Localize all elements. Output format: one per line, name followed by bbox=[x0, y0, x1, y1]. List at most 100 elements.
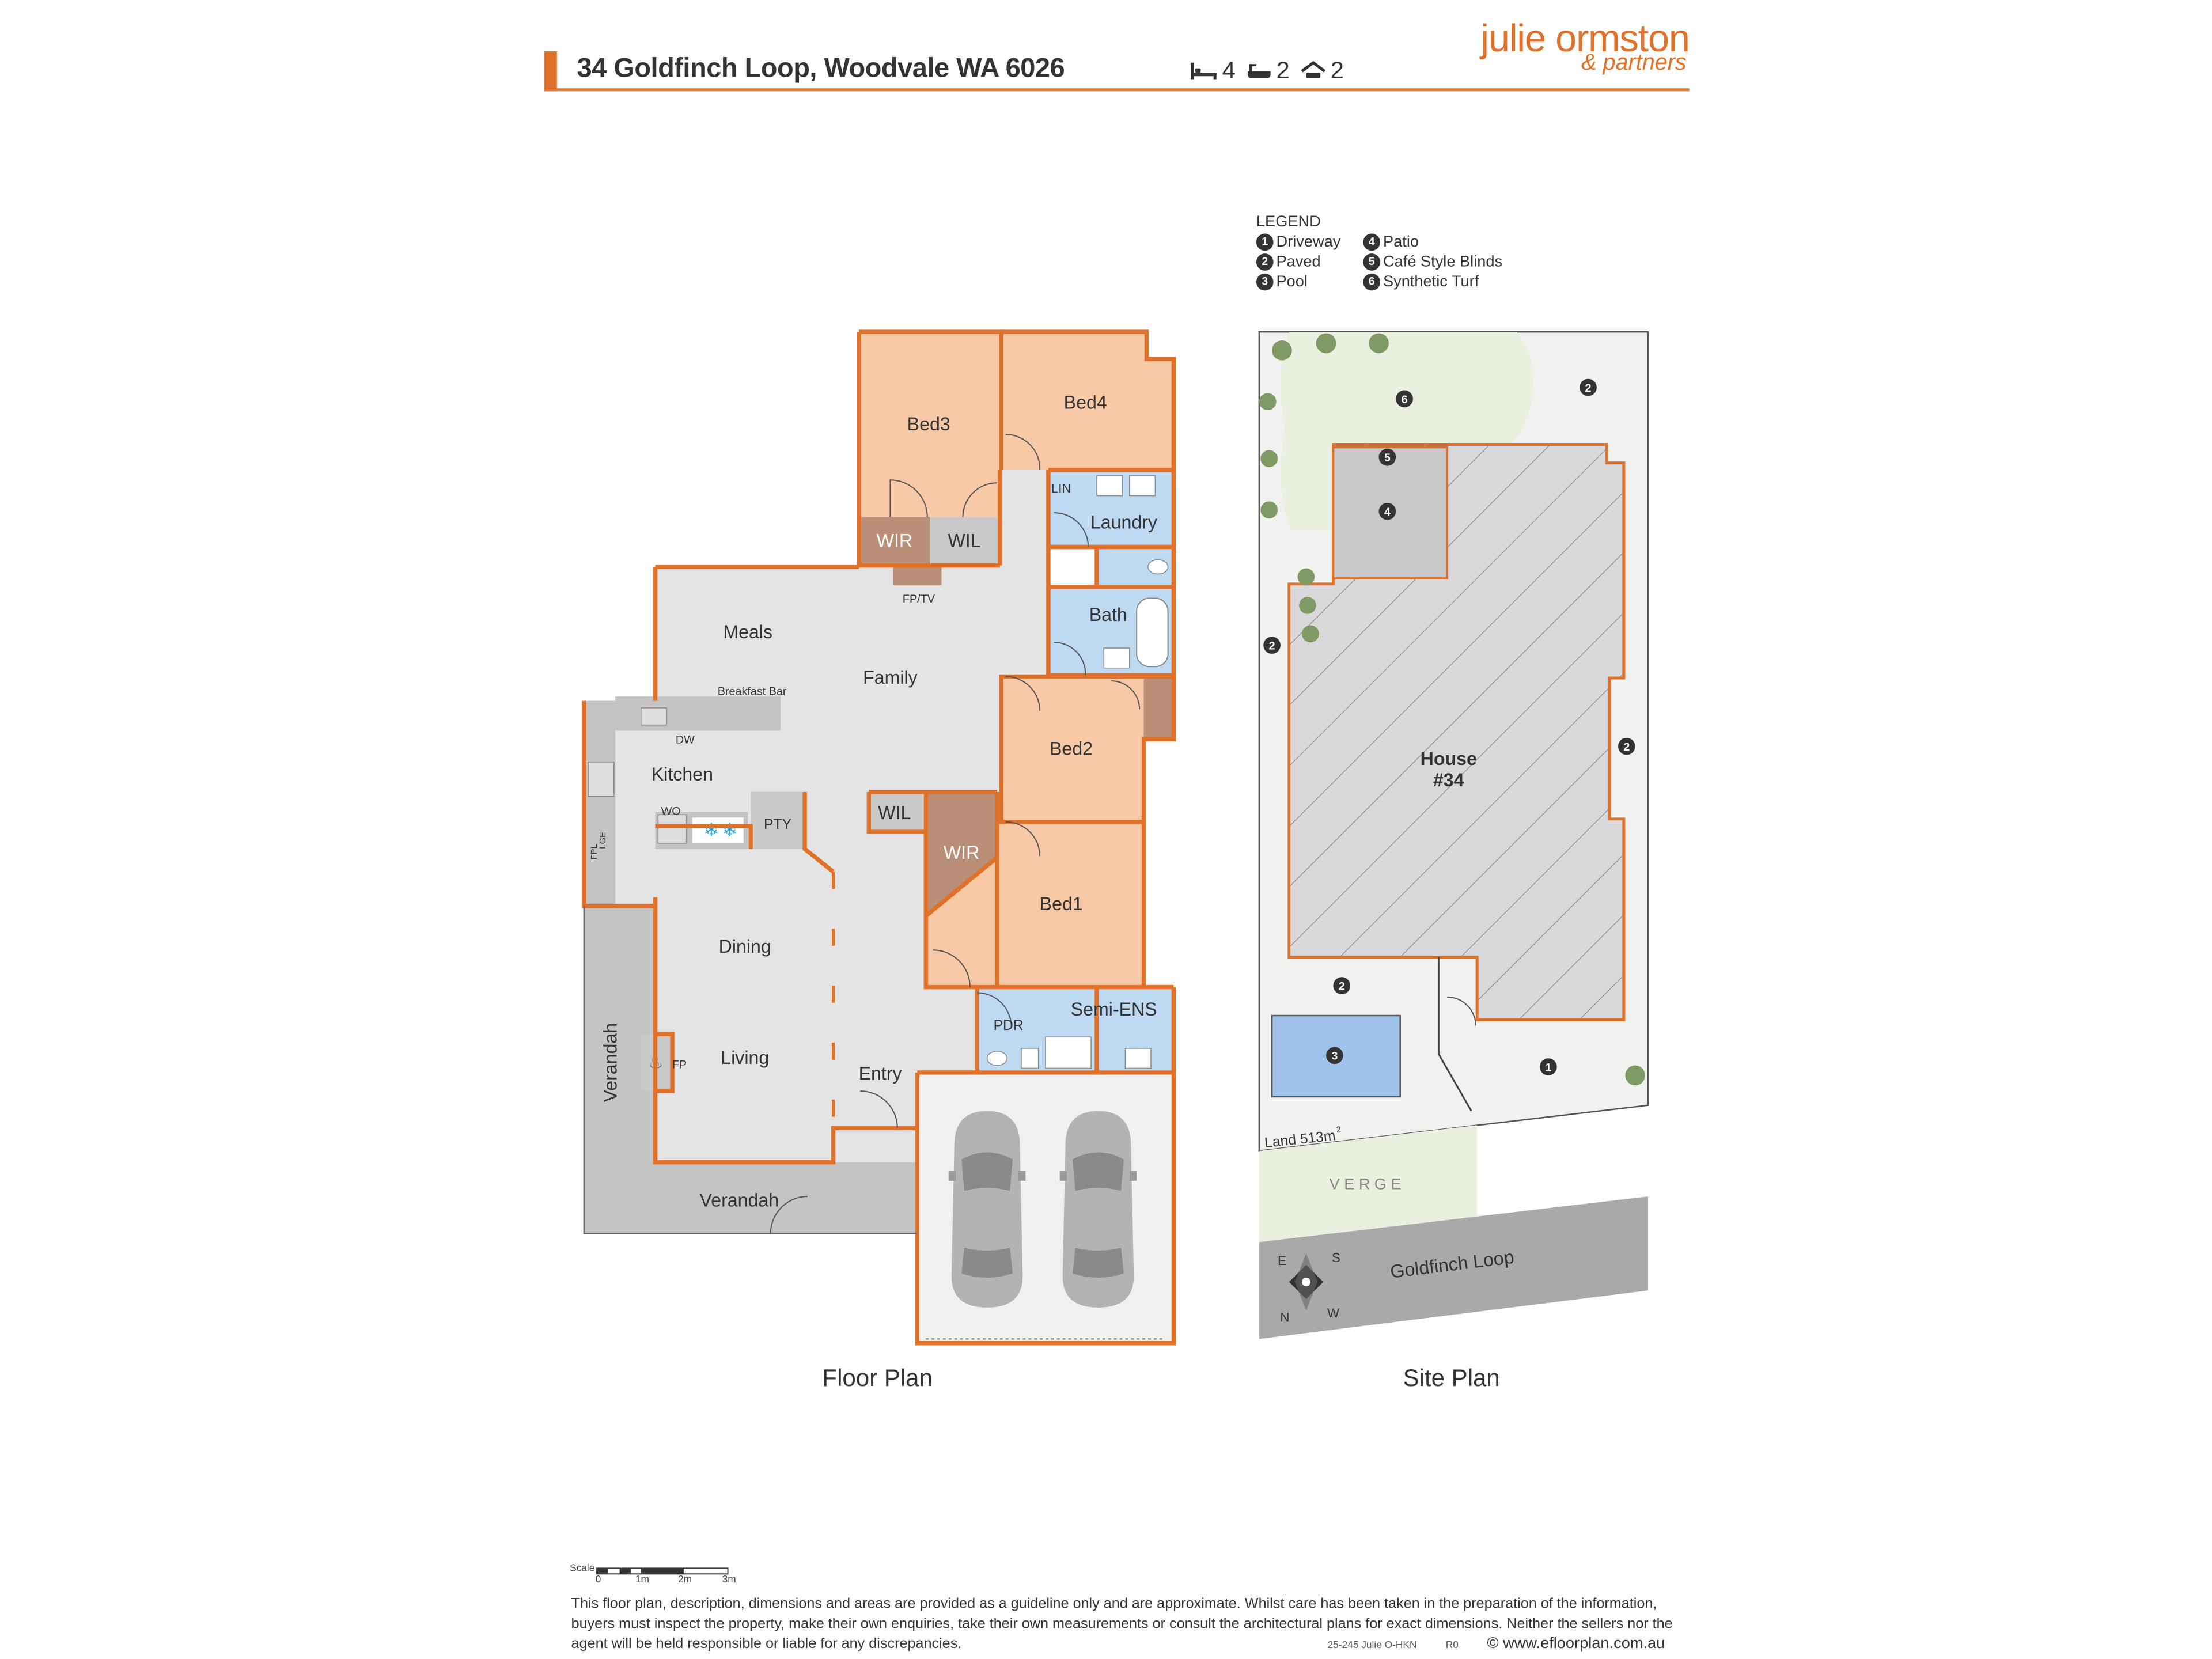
label-bed3: Bed3 bbox=[907, 414, 950, 434]
label-bed2: Bed2 bbox=[1050, 738, 1093, 759]
site-markers: 1 2 2 2 2 3 4 5 6 bbox=[1263, 378, 1635, 1075]
bed3-room bbox=[859, 332, 1002, 517]
basin-icon bbox=[1103, 647, 1130, 669]
label-wir-bed3: WIR bbox=[877, 531, 912, 551]
wall-oven-icon bbox=[657, 814, 687, 844]
scale-bar bbox=[596, 1567, 729, 1575]
house-footprint bbox=[1287, 443, 1626, 1021]
hall-area bbox=[999, 469, 1048, 681]
compass-n: N bbox=[1280, 1310, 1289, 1325]
openings bbox=[653, 872, 835, 1128]
wir-robe-bed3 bbox=[859, 517, 930, 566]
caption-floor-plan: Floor Plan bbox=[822, 1364, 933, 1391]
label-laundry: Laundry bbox=[1090, 512, 1157, 532]
legend-title: LEGEND bbox=[1256, 213, 1321, 231]
scale-tick: 0 bbox=[595, 1575, 601, 1586]
legend-label: Patio bbox=[1382, 233, 1419, 251]
bed-icon bbox=[1191, 62, 1217, 80]
road bbox=[1259, 1196, 1648, 1339]
legend-label: Driveway bbox=[1276, 233, 1341, 251]
agency-logo-name: julie ormston bbox=[1480, 17, 1690, 60]
snowflake-icon: ❄ bbox=[704, 819, 719, 840]
entry-area bbox=[833, 826, 926, 1128]
header-rule bbox=[544, 88, 1690, 92]
caption-site-plan: Site Plan bbox=[1403, 1364, 1500, 1391]
marker-paved: 2 bbox=[1269, 640, 1275, 653]
label-family: Family bbox=[863, 667, 918, 688]
car-icon bbox=[1059, 1111, 1137, 1308]
bathroom-count-value: 2 bbox=[1276, 56, 1290, 84]
compass-w: W bbox=[1327, 1306, 1339, 1320]
hall-lower bbox=[917, 987, 978, 1073]
label-living: Living bbox=[721, 1047, 769, 1068]
garage-count-value: 2 bbox=[1330, 56, 1344, 84]
bed2-robe bbox=[1143, 676, 1174, 740]
toilet-icon bbox=[1147, 559, 1169, 575]
label-verandah-side: Verandah bbox=[600, 1023, 621, 1103]
basin-icon bbox=[1021, 1048, 1039, 1069]
label-wil-bed3: WIL bbox=[948, 531, 980, 551]
captions: Floor Plan Site Plan bbox=[822, 1364, 1499, 1391]
fp-tv-unit bbox=[893, 565, 942, 586]
label-pty: PTY bbox=[764, 817, 791, 832]
kitchen-bench-side bbox=[584, 700, 616, 906]
label-bath: Bath bbox=[1089, 604, 1127, 625]
label-house-number: #34 bbox=[1433, 770, 1464, 790]
label-entry: Entry bbox=[859, 1063, 902, 1084]
label-land-area-sup: 2 bbox=[1336, 1125, 1342, 1135]
compass-e: E bbox=[1278, 1253, 1286, 1268]
door-swings bbox=[770, 434, 1141, 1234]
label-lin: LIN bbox=[1051, 482, 1071, 496]
compass-s: S bbox=[1332, 1251, 1340, 1265]
scale-tick: 3m bbox=[722, 1575, 736, 1586]
disclaimer-text: This floor plan, description, dimensions… bbox=[571, 1596, 1673, 1653]
header-accent-bar bbox=[544, 51, 557, 92]
label-dw: DW bbox=[676, 734, 695, 747]
label-breakfast-bar: Breakfast Bar bbox=[718, 685, 787, 698]
legend-label: Paved bbox=[1276, 253, 1321, 271]
bathroom-count: 2 bbox=[1247, 57, 1290, 85]
label-semi-ens: Semi-ENS bbox=[1071, 999, 1157, 1020]
label-wil-hall: WIL bbox=[878, 802, 911, 823]
label-verge: VERGE bbox=[1330, 1175, 1406, 1193]
room-labels: Bed3 Bed4 Bed2 Bed1 WIR WIL WIR WIL LIN … bbox=[590, 392, 1157, 1211]
scale-tick: 2m bbox=[678, 1575, 692, 1586]
label-house: House bbox=[1421, 748, 1477, 769]
floor-plan: ❄ ❄ ♨ bbox=[582, 329, 1176, 1346]
reference-code: 25-245 Julie O-HKN bbox=[1327, 1641, 1417, 1651]
property-address: 34 Goldfinch Loop, Woodvale WA 6026 bbox=[577, 54, 1065, 84]
label-bed1: Bed1 bbox=[1040, 893, 1083, 914]
verge bbox=[1259, 1125, 1478, 1243]
marker-paved: 2 bbox=[1585, 382, 1592, 395]
car-icon bbox=[1301, 61, 1326, 78]
cooktop-icon bbox=[588, 762, 615, 797]
site-plan bbox=[1258, 331, 1649, 1339]
bedroom-count: 4 bbox=[1190, 57, 1236, 85]
legend-label: Synthetic Turf bbox=[1382, 273, 1479, 291]
legend-number: 6 bbox=[1363, 273, 1381, 291]
breakfast-bar bbox=[615, 696, 781, 731]
walls bbox=[582, 329, 1176, 1346]
wil-hall bbox=[869, 791, 923, 832]
revision-code: R0 bbox=[1445, 1641, 1459, 1651]
bathtub-icon bbox=[1136, 597, 1169, 668]
label-wo: WO bbox=[661, 805, 681, 817]
vanity-icon bbox=[1124, 1048, 1152, 1069]
label-lge: LGE bbox=[599, 832, 608, 849]
pantry bbox=[751, 791, 805, 849]
copyright-text: © www.efloorplan.com.au bbox=[1487, 1635, 1665, 1653]
synthetic-turf bbox=[1281, 332, 1533, 530]
label-fptv: FP/TV bbox=[903, 593, 935, 605]
toilet-icon bbox=[986, 1051, 1007, 1066]
washer-icon bbox=[1129, 475, 1156, 497]
label-dining: Dining bbox=[719, 936, 771, 957]
scale-tick: 1m bbox=[635, 1575, 649, 1586]
